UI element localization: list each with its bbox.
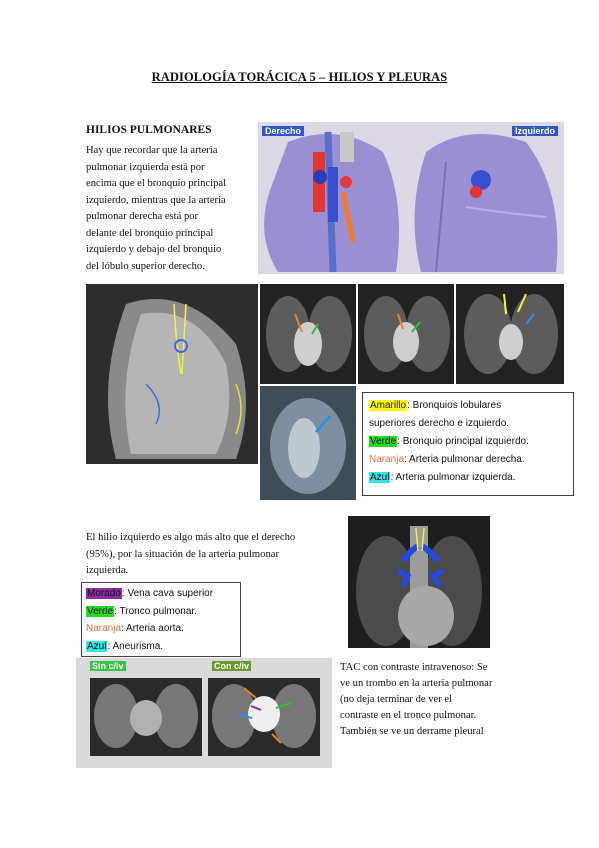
- legend-key: Naranja: [369, 454, 405, 465]
- text-line: El hilio izquierdo es algo más alto que …: [86, 532, 296, 543]
- text-line: ve un trombo en la arteria pulmonar: [340, 678, 493, 689]
- paragraph-tac: TAC con contraste intravenoso: Se ve un …: [340, 660, 520, 740]
- legend-key: Azul: [86, 640, 108, 652]
- text-line: delante del bronquio principal: [86, 227, 214, 239]
- legend-text: : Aneurisma.: [107, 640, 164, 652]
- text-line: (no deja terminar de ver el: [340, 694, 453, 705]
- caption-con-contraste: Con c/iv: [212, 661, 252, 671]
- legend-key: Naranja: [86, 623, 122, 634]
- legend-key: Amarillo: [369, 400, 408, 411]
- text-line: TAC con contraste intravenoso: Se: [340, 662, 488, 673]
- legend-item: Naranja: Arteria aorta.: [86, 620, 236, 638]
- legend-text: superiores derecho e izquierdo.: [369, 418, 510, 429]
- legend-text: : Tronco pulmonar.: [114, 605, 197, 617]
- text-line: Hay que recordar que la arteria: [86, 145, 218, 156]
- legend-item: Verde: Bronquio principal izquierdo.: [369, 433, 567, 451]
- lung-illustration-right: Derecho: [258, 122, 406, 274]
- legend-item: Naranja: Arteria pulmonar derecha.: [369, 451, 567, 469]
- legend-tac: Morado: Vena cava superior Verde: Tronco…: [81, 582, 241, 657]
- paragraph-hilios: Hay que recordar que la arteria pulmonar…: [86, 143, 256, 275]
- text-line: contraste en el tronco pulmonar.: [340, 710, 477, 721]
- coronal-ct: [260, 386, 356, 500]
- label-izquierdo: Izquierdo: [512, 126, 558, 136]
- section-heading-hilios: HILIOS PULMONARES: [86, 124, 212, 136]
- ct-slice-3: [456, 284, 564, 384]
- legend-item: Azul: Aneurisma.: [86, 638, 236, 656]
- legend-text: : Vena cava superior: [121, 588, 214, 599]
- legend-item: Verde: Tronco pulmonar.: [86, 603, 236, 621]
- text-line: izquierdo y debajo del bronquio: [86, 244, 222, 255]
- pa-chest-xray: [348, 516, 490, 648]
- legend-item: superiores derecho e izquierdo.: [369, 415, 567, 433]
- text-line: del lóbulo superior derecho.: [86, 260, 205, 272]
- legend-text: : Arteria pulmonar izquierda.: [390, 472, 516, 483]
- text-line: También se ve un derrame pleural: [340, 726, 484, 737]
- ct-slice-1: [260, 284, 356, 384]
- legend-item: Morado: Vena cava superior: [86, 585, 236, 603]
- ct-slice-2: [358, 284, 454, 384]
- legend-text: : Arteria pulmonar derecha.: [404, 454, 525, 465]
- legend-text: : Bronquio principal izquierdo.: [397, 436, 529, 447]
- lateral-chest-xray: [86, 284, 258, 464]
- legend-key: Azul: [369, 472, 391, 483]
- legend-text: : Bronquios lobulares: [407, 400, 502, 411]
- text-line: pulmonar derecha está por: [86, 211, 199, 222]
- legend-item: Azul: Arteria pulmonar izquierda.: [369, 469, 567, 487]
- caption-sin-contraste: Sin c/iv: [90, 661, 126, 671]
- text-line: pulmonar izquierda está por: [86, 161, 205, 173]
- legend-key: Verde: [86, 605, 115, 617]
- legend-text: : Arteria aorta.: [121, 623, 184, 634]
- page-title: RADIOLOGÍA TORÁCICA 5 – HILIOS Y PLEURAS: [151, 70, 448, 84]
- paragraph-hilio-izquierdo: El hilio izquierdo es algo más alto que …: [86, 530, 348, 580]
- text-line: (95%), por la situación de la arteria pu…: [86, 548, 279, 560]
- text-line: izquierda.: [86, 565, 129, 576]
- text-line: izquierdo, mientras que la arteria: [86, 194, 226, 206]
- lung-illustration-left: Izquierdo: [406, 122, 564, 274]
- label-derecho: Derecho: [262, 126, 305, 136]
- ct-contrast-comparison: Sin c/iv Con c/iv: [76, 658, 332, 768]
- legend-key: Verde: [369, 436, 398, 447]
- legend-key: Morado: [86, 588, 122, 599]
- text-line: encima que el bronquio principal: [86, 178, 227, 189]
- legend-hilios: Amarillo: Bronquios lobulares superiores…: [362, 392, 574, 496]
- legend-item: Amarillo: Bronquios lobulares: [369, 397, 567, 415]
